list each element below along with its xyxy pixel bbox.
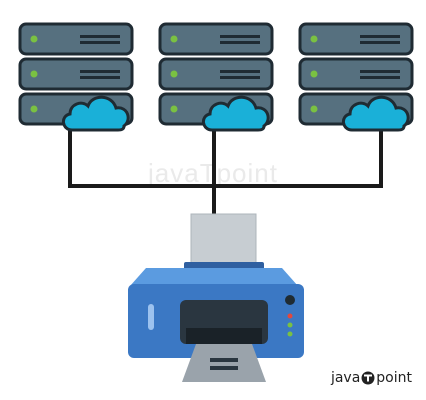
server-1 <box>18 22 134 132</box>
brand-t-icon <box>361 371 375 385</box>
server-3 <box>298 22 414 132</box>
network-cables <box>68 128 383 222</box>
brand-text-left: java <box>330 370 361 386</box>
server-2 <box>158 22 274 132</box>
brand-logo: java point <box>331 370 412 386</box>
brand-text-right: point <box>376 370 412 386</box>
printer <box>128 213 304 382</box>
